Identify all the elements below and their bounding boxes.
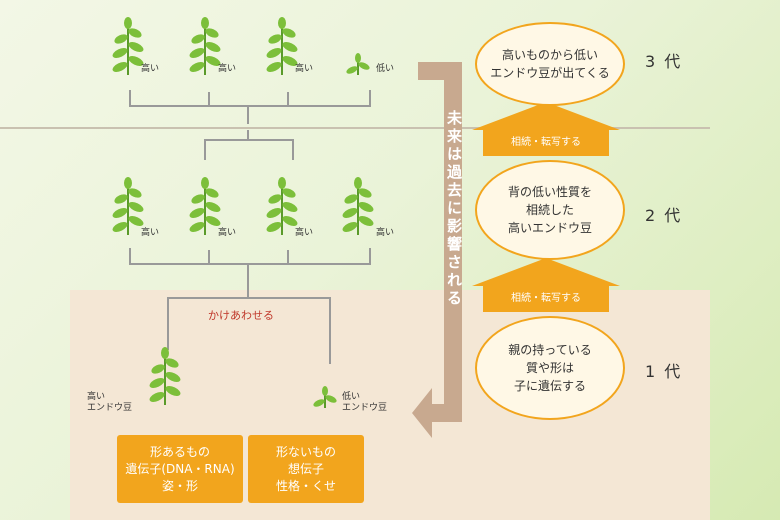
generation-2-label: 2 代 bbox=[645, 206, 683, 225]
generation-1-label: 1 代 bbox=[645, 362, 683, 381]
gen3-plant-label: 低い bbox=[376, 64, 395, 74]
future-past-text: 未来は過去に影響される bbox=[445, 110, 463, 308]
plant-tall-icon bbox=[187, 176, 223, 236]
plant-short-icon bbox=[344, 52, 372, 77]
plant-tall-icon bbox=[340, 176, 376, 236]
plant-short-icon bbox=[311, 385, 339, 410]
gen1-cross-connector bbox=[167, 297, 331, 364]
gen2-plant-label: 高い bbox=[141, 228, 160, 238]
intangible-box: 形ないもの 想伝子 性格・くせ bbox=[248, 435, 364, 503]
gen1-short-label: 低い エンドウ豆 bbox=[342, 392, 388, 413]
plant-tall-icon bbox=[110, 16, 146, 76]
plant-tall-icon bbox=[187, 16, 223, 76]
gen3-plant-label: 高い bbox=[295, 64, 314, 74]
tangible-box: 形あるもの 遺伝子(DNA・RNA) 姿・形 bbox=[117, 435, 243, 503]
gen3-plant-label: 高い bbox=[141, 64, 160, 74]
future-past-arrow bbox=[412, 62, 462, 438]
gen2-plant-label: 高い bbox=[218, 228, 237, 238]
gen2-top-connector bbox=[204, 130, 294, 160]
gen3-ellipse: 高いものから低い エンドウ豆が出てくる bbox=[475, 22, 625, 106]
plant-tall-icon bbox=[264, 176, 300, 236]
plant-tall-icon bbox=[264, 16, 300, 76]
gen2-bottom-connector bbox=[129, 248, 371, 298]
upper-up-arrow bbox=[472, 102, 620, 156]
cross-label: かけあわせる bbox=[208, 309, 274, 322]
gen1-tall-label: 高い エンドウ豆 bbox=[87, 392, 133, 413]
generation-3-label: 3 代 bbox=[645, 52, 683, 71]
gen2-plant-label: 高い bbox=[295, 228, 314, 238]
lower-arrow-label: 相続・転写する bbox=[511, 293, 581, 304]
gen3-connector bbox=[129, 90, 371, 124]
gen3-plant-label: 高い bbox=[218, 64, 237, 74]
plant-tall-icon bbox=[147, 346, 183, 406]
generation-divider bbox=[0, 127, 710, 129]
upper-arrow-label: 相続・転写する bbox=[511, 137, 581, 148]
plant-tall-icon bbox=[110, 176, 146, 236]
gen1-ellipse: 親の持っている 質や形は 子に遺伝する bbox=[475, 316, 625, 420]
lower-up-arrow bbox=[472, 258, 620, 312]
gen2-ellipse: 背の低い性質を 相続した 高いエンドウ豆 bbox=[475, 160, 625, 260]
gen2-plant-label: 高い bbox=[376, 228, 395, 238]
